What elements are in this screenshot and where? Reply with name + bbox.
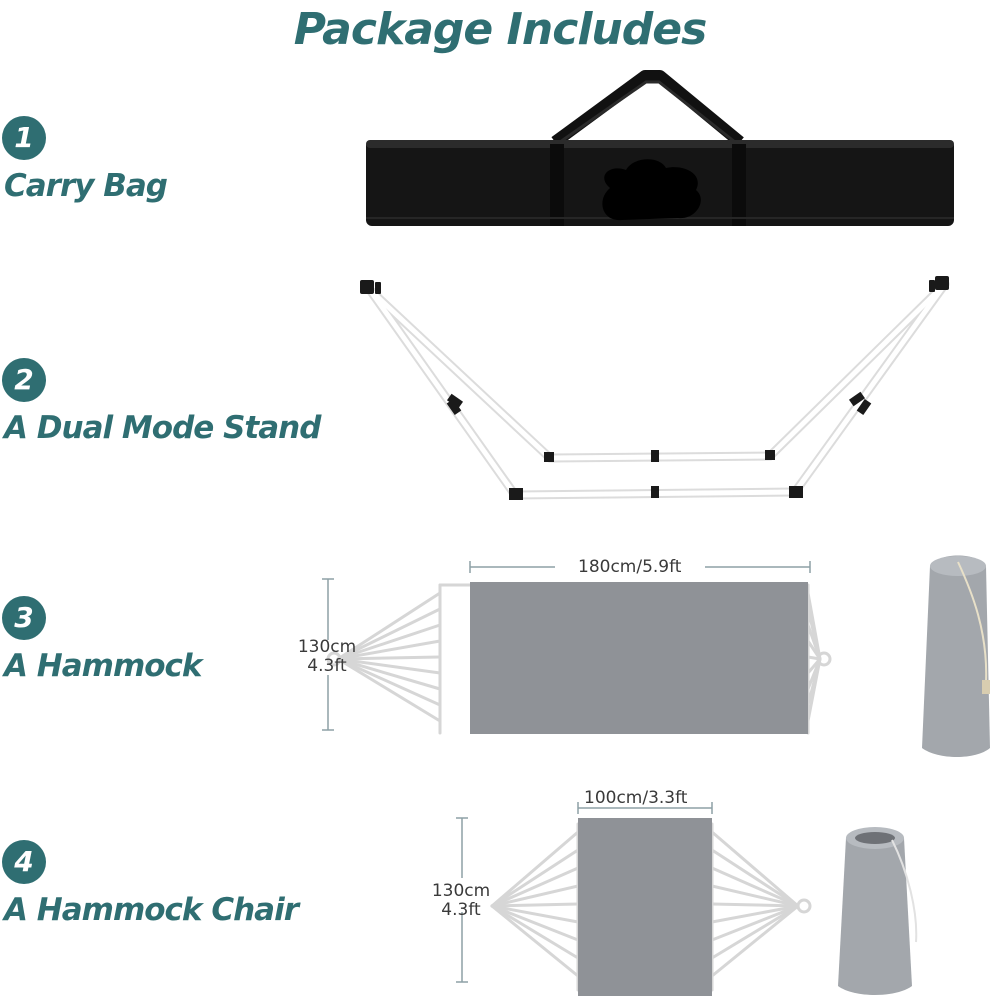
carry-bag-image: [366, 70, 954, 226]
item-label: Carry Bag: [4, 168, 168, 204]
chair-width-label: 100cm/3.3ft: [584, 788, 688, 808]
item-number-badge: 1: [2, 116, 46, 160]
hammock-height-ft-label: 4.3ft: [307, 656, 347, 676]
chair-height-ft-label: 4.3ft: [441, 900, 481, 920]
hammock-chair-image: [456, 802, 812, 996]
hammock-width-label: 180cm/5.9ft: [578, 557, 682, 577]
stand-image: [360, 276, 950, 500]
item-number-badge: 3: [2, 596, 46, 640]
page-title: Package Includes: [293, 4, 708, 55]
item-number-badge: 2: [2, 358, 46, 402]
item-label: A Hammock Chair: [4, 892, 299, 928]
hammock-image: [322, 561, 832, 735]
item-label: A Hammock: [4, 648, 203, 684]
hammock-storage-bag-image: [922, 555, 990, 757]
item-label: A Dual Mode Stand: [4, 410, 321, 446]
item-number-badge: 4: [2, 840, 46, 884]
chair-height-cm-label: 130cm: [431, 881, 491, 901]
hammock-height-cm-label: 130cm: [297, 637, 357, 657]
chair-storage-bag-image: [838, 827, 918, 995]
